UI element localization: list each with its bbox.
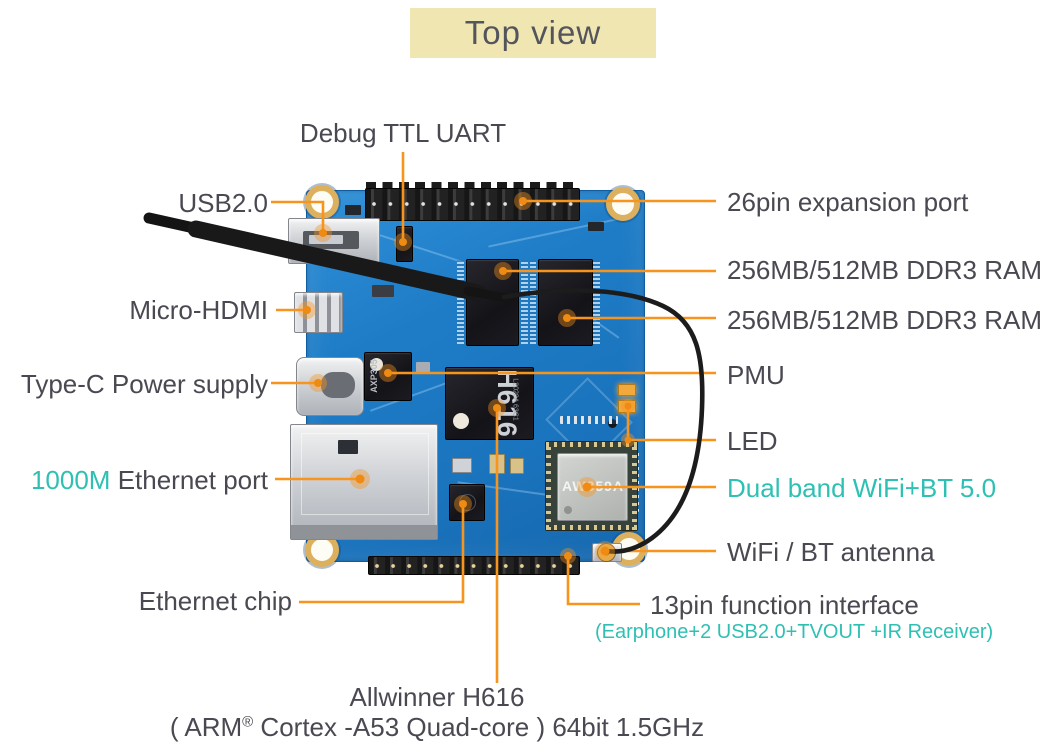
ddr3-ram-chip-1: [466, 259, 519, 346]
label-wifi-antenna: WiFi / BT antenna: [727, 537, 935, 567]
label-ethernet-chip: Ethernet chip: [138, 586, 292, 616]
label-ram-top: 256MB/512MB DDR3 RAM: [727, 255, 1042, 285]
label-soc-spec: ( ARM® Cortex -A53 Quad-core ) 64bit 1.5…: [169, 712, 705, 743]
pad-row: [560, 416, 618, 424]
smd-component: [345, 205, 361, 215]
wifi-antenna-cable: [143, 212, 705, 554]
label-led: LED: [727, 426, 778, 456]
function-13pin-header: [368, 556, 580, 575]
status-led: [618, 384, 636, 396]
pmu-chip: AXP305: [364, 352, 412, 401]
ram-bus-traces: [457, 260, 464, 344]
label-ethernet-port: 1000M Ethernet port: [31, 466, 268, 495]
registered-mark: ®: [242, 713, 254, 731]
ram-bus-traces: [593, 260, 600, 344]
label-ethernet-speed: 1000M: [30, 465, 111, 495]
label-debug-uart: Debug TTL UART: [299, 118, 507, 148]
leader-ethernet-chip: [299, 504, 465, 604]
smd-component: [372, 285, 394, 297]
gpio-26pin-header: [365, 188, 580, 221]
soc-chip: H616 L2028A 63C1: [445, 367, 534, 440]
gpio-header-teeth: [366, 182, 578, 189]
label-ram-bottom: 256MB/512MB DDR3 RAM: [727, 305, 1042, 335]
mounting-hole-top-right: [606, 187, 640, 221]
label-soc-name: Allwinner H616: [349, 682, 525, 712]
ethernet-port-connector: [290, 424, 438, 540]
wifi-bt-module: AW859A: [545, 441, 638, 531]
capacitor: [510, 458, 524, 474]
antenna-connector-dot: [595, 541, 615, 561]
type-c-connector: [296, 357, 364, 416]
page-title: Top view: [410, 8, 656, 58]
label-function-interface: 13pin function interface: [650, 590, 919, 620]
label-pmu: PMU: [727, 360, 785, 390]
ddr3-ram-chip-2: [538, 259, 593, 346]
leader-dots: [298, 192, 635, 564]
leader-function-interface: [566, 556, 640, 606]
label-ethernet-port-text: Ethernet port: [117, 465, 268, 495]
micro-hdmi-connector: [294, 292, 343, 333]
ram-bus-traces: [521, 260, 528, 344]
label-expansion-port: 26pin expansion port: [727, 187, 969, 217]
smd-component: [338, 440, 358, 454]
smd-component: [416, 362, 430, 374]
label-usb2: USB2.0: [178, 188, 268, 218]
label-soc: Allwinner H616 ( ARM® Cortex -A53 Quad-c…: [170, 682, 704, 742]
label-type-c: Type-C Power supply: [20, 369, 268, 399]
leader-usb2: [271, 200, 325, 233]
crystal: [452, 458, 472, 473]
ram-bus-traces: [530, 260, 536, 344]
label-wifi-bt: Dual band WiFi+BT 5.0: [727, 473, 997, 503]
smd-component: [588, 222, 604, 231]
label-function-detail: (Earphone+2 USB2.0+TVOUT +IR Receiver): [595, 621, 994, 643]
label-micro-hdmi: Micro-HDMI: [129, 295, 268, 325]
